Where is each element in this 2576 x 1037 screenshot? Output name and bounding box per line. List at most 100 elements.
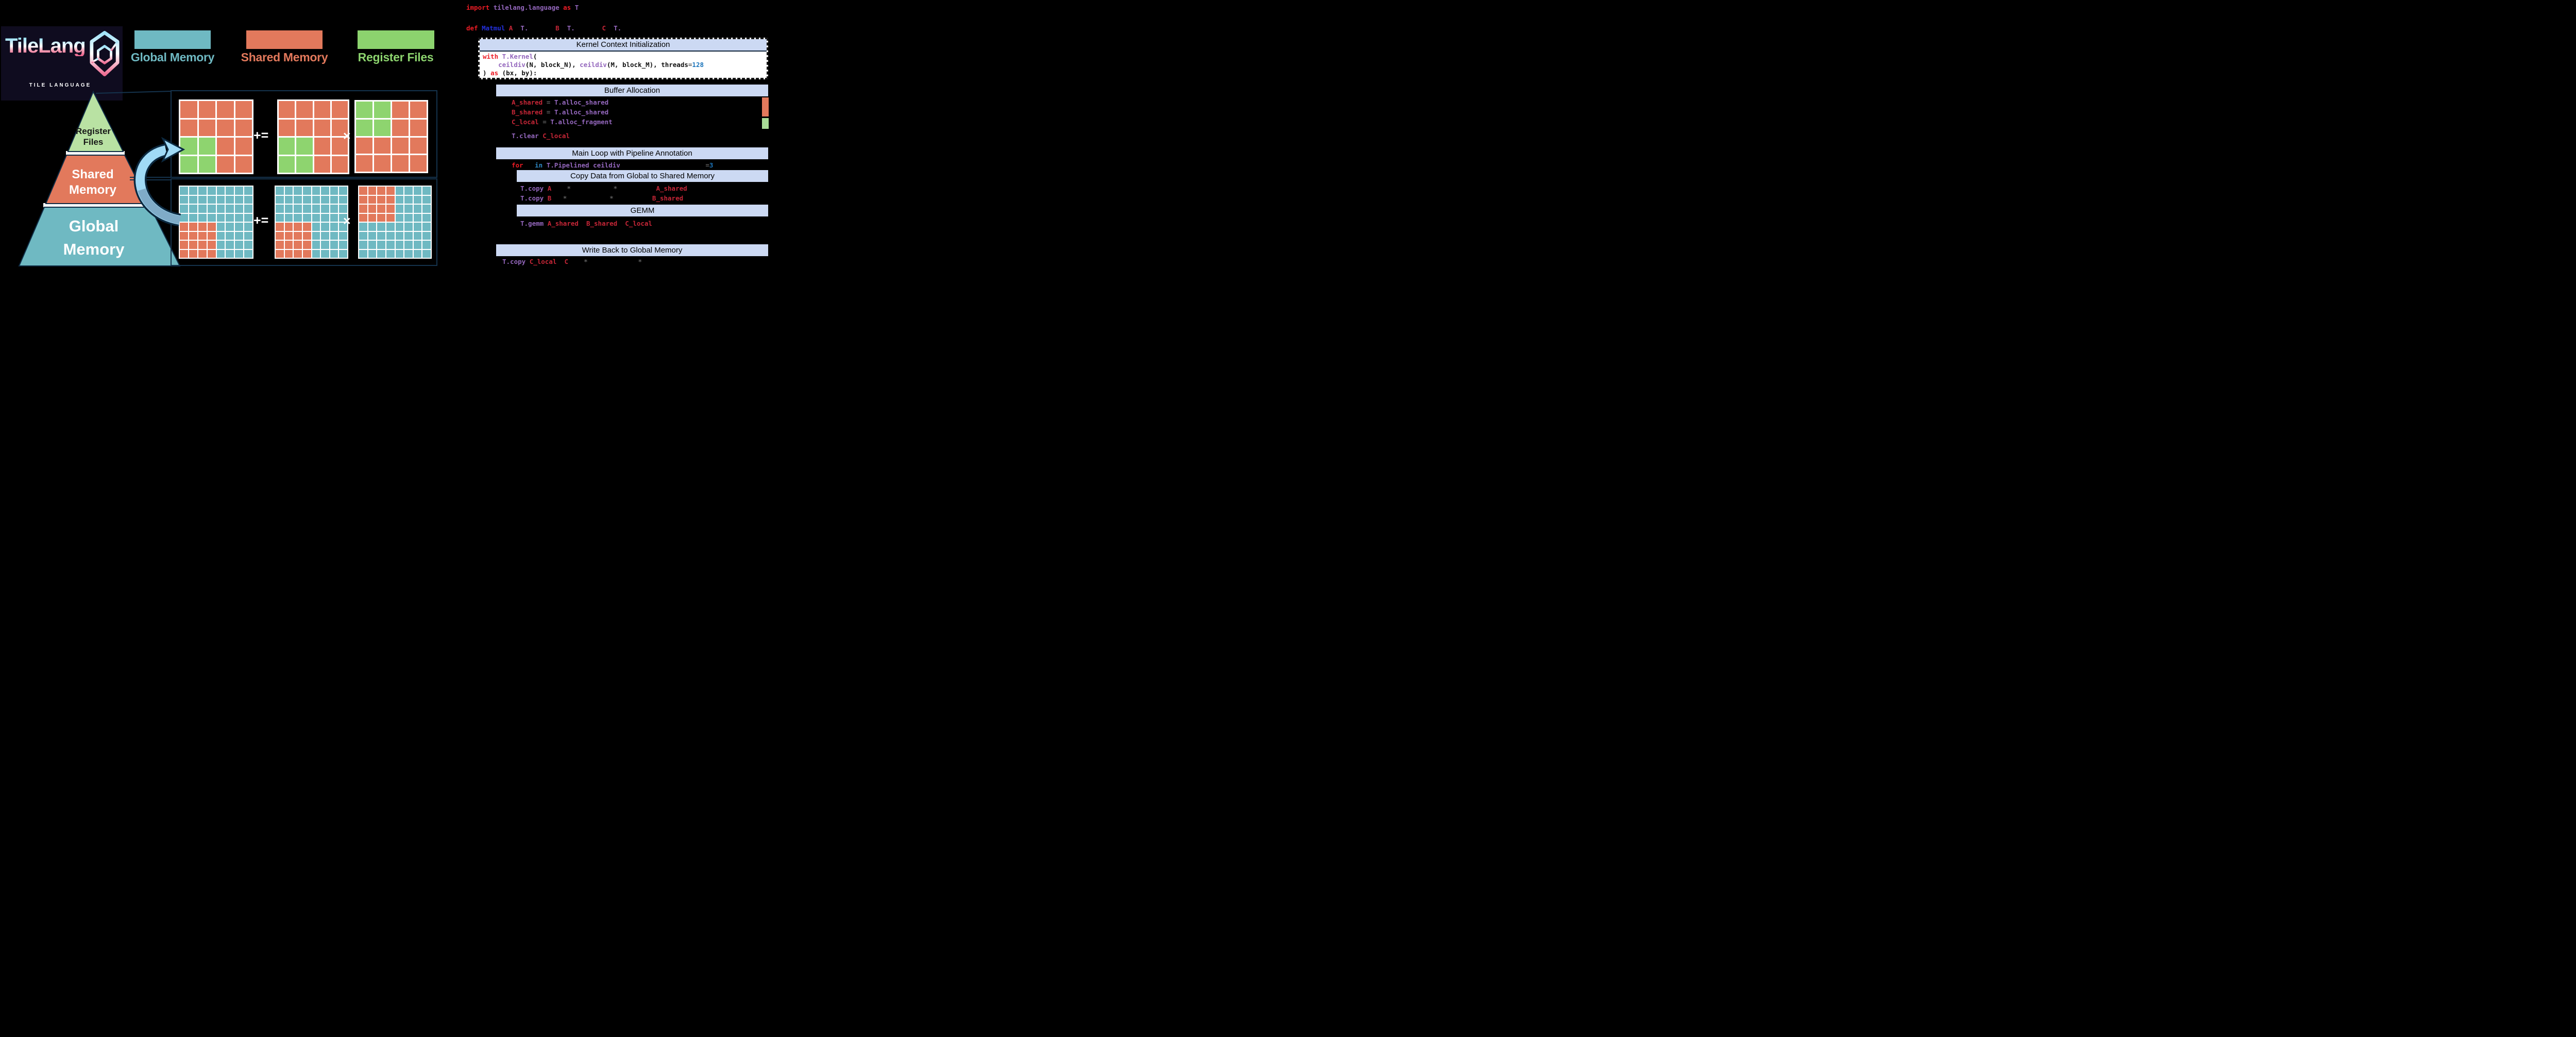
matrix-cell xyxy=(296,138,313,155)
matrix-cell xyxy=(386,223,395,231)
pyramid-label-shared-memory: Memory xyxy=(69,183,117,197)
matrix-cell xyxy=(377,223,385,231)
matrix-lower-a xyxy=(275,186,348,259)
memory-hierarchy-pyramid: Register Files Shared Memory Global Memo… xyxy=(18,90,180,266)
matrix-cell xyxy=(189,231,197,240)
matrix-cell xyxy=(330,249,338,258)
matrix-cell xyxy=(386,249,395,258)
code-line-copy-a: T.copy A * * A_shared xyxy=(520,185,687,192)
matrix-cell xyxy=(386,187,395,195)
matrix-cell xyxy=(198,223,207,231)
matrix-cell xyxy=(226,231,234,240)
matrix-cell xyxy=(198,101,215,118)
matrix-upper-c xyxy=(179,99,253,174)
matrix-cell xyxy=(207,213,216,222)
matrix-cell xyxy=(368,195,377,204)
matrix-cell xyxy=(386,213,395,222)
matrix-cell xyxy=(321,187,329,195)
matrix-cell xyxy=(189,223,197,231)
section-band-gemm: GEMM xyxy=(517,205,768,216)
matrix-cell xyxy=(413,187,422,195)
matrix-cell xyxy=(276,205,284,213)
matrix-cell xyxy=(226,223,234,231)
matrix-cell xyxy=(377,241,385,249)
matrix-cell xyxy=(180,101,197,118)
matrix-cell xyxy=(330,223,338,231)
matrix-cell xyxy=(216,195,225,204)
matrix-cell xyxy=(198,231,207,240)
matrix-cell xyxy=(413,249,422,258)
operator-lower-plus-equals: += xyxy=(253,213,269,228)
matrix-cell xyxy=(294,187,302,195)
matrix-cell xyxy=(276,195,284,204)
matrix-cell xyxy=(413,213,422,222)
matrix-cell xyxy=(422,231,431,240)
matrix-cell xyxy=(339,195,347,204)
matrix-cell xyxy=(331,138,348,155)
matrix-cell xyxy=(404,231,413,240)
matrix-cell xyxy=(294,231,302,240)
matrix-cell xyxy=(180,205,188,213)
matrix-cell xyxy=(404,241,413,249)
pyramid-gap-2 xyxy=(43,203,152,207)
matrix-cell xyxy=(276,223,284,231)
legend-swatch-shared-memory xyxy=(246,30,323,49)
matrix-cell xyxy=(395,241,404,249)
matrix-cell xyxy=(198,249,207,258)
matrix-cell xyxy=(216,205,225,213)
matrix-cell xyxy=(331,156,348,173)
matrix-cell xyxy=(330,213,338,222)
matrix-cell xyxy=(217,138,234,155)
matrix-cell xyxy=(235,231,244,240)
matrix-cell xyxy=(244,187,252,195)
matrix-cell xyxy=(284,223,293,231)
matrix-cell xyxy=(359,195,367,204)
matrix-cell xyxy=(180,241,188,249)
matrix-cell xyxy=(368,187,377,195)
matrix-cell xyxy=(296,119,313,136)
matrix-cell xyxy=(413,231,422,240)
matrix-cell xyxy=(410,119,427,136)
matrix-cell xyxy=(395,231,404,240)
matrix-cell xyxy=(422,205,431,213)
matrix-cell xyxy=(207,205,216,213)
matrix-cell xyxy=(359,187,367,195)
matrix-cell xyxy=(314,119,330,136)
matrix-cell xyxy=(395,205,404,213)
tilelang-figure: TileLang TILE LANGUAGE Global Memory Sha… xyxy=(0,0,808,310)
code-line-as-bx-by: ) as (bx, by): xyxy=(483,69,537,77)
matrix-cell xyxy=(312,195,320,204)
matrix-cell xyxy=(410,155,427,172)
legend-label-global-memory: Global Memory xyxy=(130,51,215,64)
matrix-cell xyxy=(330,231,338,240)
buffer-bar-shared-memory xyxy=(762,97,769,116)
matrix-cell xyxy=(189,249,197,258)
matrix-cell xyxy=(359,223,367,231)
matrix-cell xyxy=(284,241,293,249)
matrix-cell xyxy=(302,187,311,195)
matrix-cell xyxy=(368,231,377,240)
matrix-cell xyxy=(374,102,391,118)
matrix-cell xyxy=(339,213,347,222)
matrix-cell xyxy=(395,195,404,204)
logo-subtitle: TILE LANGUAGE xyxy=(29,82,92,88)
tilelang-cube-icon xyxy=(90,31,120,76)
section-band-copy-global-to-shared: Copy Data from Global to Shared Memory xyxy=(517,170,768,182)
matrix-cell xyxy=(321,223,329,231)
matrix-cell xyxy=(216,241,225,249)
matrix-cell xyxy=(276,187,284,195)
matrix-cell xyxy=(321,231,329,240)
matrix-cell xyxy=(314,138,330,155)
matrix-cell xyxy=(339,187,347,195)
legend-label-register-files: Register Files xyxy=(358,51,434,64)
matrix-cell xyxy=(422,187,431,195)
matrix-cell xyxy=(207,187,216,195)
matrix-cell xyxy=(198,241,207,249)
matrix-cell xyxy=(235,119,252,136)
matrix-cell xyxy=(331,101,348,118)
pyramid-label-files: Files xyxy=(83,137,104,147)
matrix-cell xyxy=(284,231,293,240)
matrix-cell xyxy=(217,156,234,173)
code-line-ceildiv: ceildiv(N, block_N), ceildiv(M, block_M)… xyxy=(498,61,704,69)
code-line-copy-b: T.copy B * * B_shared xyxy=(520,194,684,202)
